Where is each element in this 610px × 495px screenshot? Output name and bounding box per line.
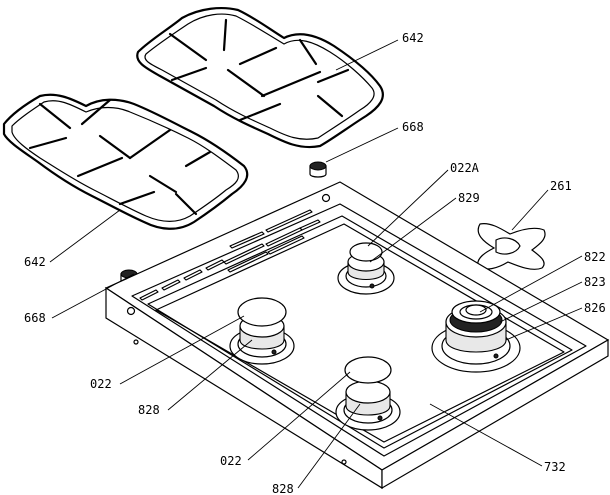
label-ring-front-burner: 828: [272, 482, 294, 495]
label-cap-left-burner: 022: [90, 377, 112, 391]
label-knob-cap-top: 668: [402, 120, 424, 134]
burner-left: [229, 297, 295, 365]
label-ring-left-burner: 828: [138, 403, 160, 417]
pan-support-grate-top: [136, 7, 384, 149]
label-wok-adapter: 261: [550, 179, 572, 193]
label-cap-front-burner: 022: [220, 454, 242, 468]
control-panel-slots: [126, 193, 331, 316]
label-ring-back-burner: 829: [458, 191, 480, 205]
label-wok-cap: 822: [584, 250, 606, 264]
label-grate-top: 642: [402, 31, 424, 45]
leader-lines: [49, 39, 583, 489]
label-wok-body: 826: [584, 301, 606, 315]
hob-panel: [104, 181, 610, 490]
pan-support-grate-left: [2, 93, 249, 230]
label-wok-inner: 823: [584, 275, 606, 289]
burner-back: [337, 242, 395, 295]
wok-adapter: [477, 223, 546, 270]
burner-wok: [431, 300, 521, 373]
label-cap-back-burner: 022A: [450, 161, 480, 175]
burner-front: [335, 356, 401, 431]
label-grate-left: 642: [24, 255, 46, 269]
knob-cap-top: [309, 161, 327, 178]
label-knob-cap-left: 668: [24, 311, 46, 325]
label-hob-panel: 732: [544, 460, 566, 474]
